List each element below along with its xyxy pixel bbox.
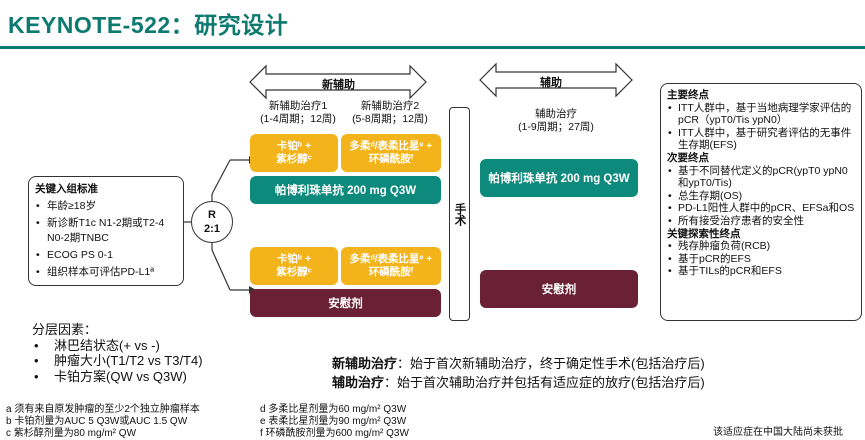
exploratory-endpoint: 基于pCR的EFS (667, 253, 855, 266)
approval-note: 该适应症在中国大陆尚未获批 (713, 427, 843, 438)
exploratory-endpoint: 残存肿瘤负荷(RCB) (667, 240, 855, 253)
arm1-pembrolizumab-bar: 帕博利珠单抗 200 mg Q3W (250, 176, 441, 204)
stratification-item: 肿瘤大小(T1/T2 vs T3/T4) (32, 353, 203, 369)
neoadjuvant-label: 新辅助 (322, 79, 355, 91)
secondary-endpoints-heading: 次要终点 (667, 151, 709, 164)
adjuvant-definition: 辅助治疗：始于首次辅助治疗并包括有适应症的放疗(包括治疗后) (332, 375, 705, 390)
stratification-heading: 分层因素： (32, 322, 98, 337)
endpoints-box: 主要终点 ITT人群中，基于当地病理学家评估的pCR（ypT0/Tis ypN0… (660, 83, 862, 321)
randomization-circle: R 2:1 (191, 201, 233, 243)
footnotes-left: a 须有来自原发肿瘤的至少2个独立肿瘤样本 b 卡铂剂量为AUC 5 Q3W或A… (6, 404, 200, 440)
criteria-item: 新诊断T1c N1-2期或T2-4 N0-2期TNBC (35, 216, 177, 246)
criteria-item: 组织样本可评估PD-L1ª (35, 265, 177, 280)
footnote: e 表柔比星剂量为90 mg/m² Q3W (260, 416, 407, 427)
randomization-ratio: 2:1 (204, 223, 220, 235)
primary-endpoint: ITT人群中，基于研究者评估的无事件生存期(EFS) (667, 127, 855, 152)
neoadjuvant-phase1-label: 新辅助治疗1 (1-4周期；12周) (260, 100, 336, 125)
footnote: b 卡铂剂量为AUC 5 Q3W或AUC 1.5 QW (6, 416, 188, 427)
secondary-endpoint: 基于不同替代定义的pCR(ypT0 ypN0和ypT0/Tis) (667, 165, 855, 190)
footnote: a 须有来自原发肿瘤的至少2个独立肿瘤样本 (6, 404, 200, 415)
secondary-endpoint: PD-L1阳性人群中的pCR、EFSa和OS (667, 202, 855, 215)
footnote: d 多柔比星剂量为60 mg/m² Q3W (260, 404, 407, 415)
title-divider (0, 46, 865, 49)
randomization-label: R (208, 209, 216, 221)
exploratory-endpoint: 基于TILs的pCR和EFS (667, 265, 855, 278)
treatment-definitions: 新辅助治疗：始于首次新辅助治疗，终于确定性手术(包括治疗后) 辅助治疗：始于首次… (332, 354, 705, 392)
surgery-box: 手术 (449, 107, 470, 321)
adjuvant-phase-label: 辅助治疗 (1-9周期；27周) (518, 108, 594, 133)
adjuvant-arrow (479, 62, 633, 98)
footnote: f 环磷酰胺剂量为600 mg/m² Q3W (260, 428, 409, 439)
exploratory-endpoints-heading: 关键探索性终点 (667, 227, 741, 240)
arm1-anthracycline-cyclophosphamide-box: 多柔ᵈ/表柔比星ᵉ + 环磷酰胺ᶠ (341, 134, 441, 172)
footnotes-right: d 多柔比星剂量为60 mg/m² Q3W e 表柔比星剂量为90 mg/m² … (260, 404, 409, 440)
criteria-item: ECOG PS 0-1 (35, 248, 177, 263)
arm2-placebo-bar: 安慰剂 (250, 289, 441, 317)
page-title: KEYNOTE-522：研究设计 (8, 12, 289, 38)
arm2-carboplatin-paclitaxel-box: 卡铂ᵇ + 紫杉醇ᶜ (250, 247, 338, 285)
stratification-factors: 分层因素： 淋巴结状态(+ vs -) 肿瘤大小(T1/T2 vs T3/T4)… (32, 322, 203, 384)
neoadjuvant-arrow (249, 64, 427, 100)
stratification-item: 卡铂方案(QW vs Q3W) (32, 369, 203, 385)
neoadjuvant-phase2-label: 新辅助治疗2 (5-8周期；12周) (352, 100, 428, 125)
inclusion-criteria-box: 关键入组标准 年龄≥18岁 新诊断T1c N1-2期或T2-4 N0-2期TNB… (28, 176, 184, 286)
adjuvant-label: 辅助 (540, 77, 562, 89)
stratification-item: 淋巴结状态(+ vs -) (32, 338, 203, 354)
adjuvant-placebo-bar: 安慰剂 (480, 270, 638, 308)
secondary-endpoint: 所有接受治疗患者的安全性 (667, 215, 855, 228)
criteria-item: 年龄≥18岁 (35, 199, 177, 214)
adjuvant-pembrolizumab-bar: 帕博利珠单抗 200 mg Q3W (480, 159, 638, 197)
criteria-heading: 关键入组标准 (35, 183, 98, 195)
arm2-anthracycline-cyclophosphamide-box: 多柔ᵈ/表柔比星ᵉ + 环磷酰胺ᶠ (341, 247, 441, 285)
secondary-endpoint: 总生存期(OS) (667, 190, 855, 203)
primary-endpoints-heading: 主要终点 (667, 89, 709, 101)
primary-endpoint: ITT人群中，基于当地病理学家评估的pCR（ypT0/Tis ypN0） (667, 102, 855, 127)
arm1-carboplatin-paclitaxel-box: 卡铂ᵇ + 紫杉醇ᶜ (250, 134, 338, 172)
neoadjuvant-definition: 新辅助治疗：始于首次新辅助治疗，终于确定性手术(包括治疗后) (332, 356, 705, 371)
footnote: c 紫杉醇剂量为80 mg/m² QW (6, 428, 137, 439)
